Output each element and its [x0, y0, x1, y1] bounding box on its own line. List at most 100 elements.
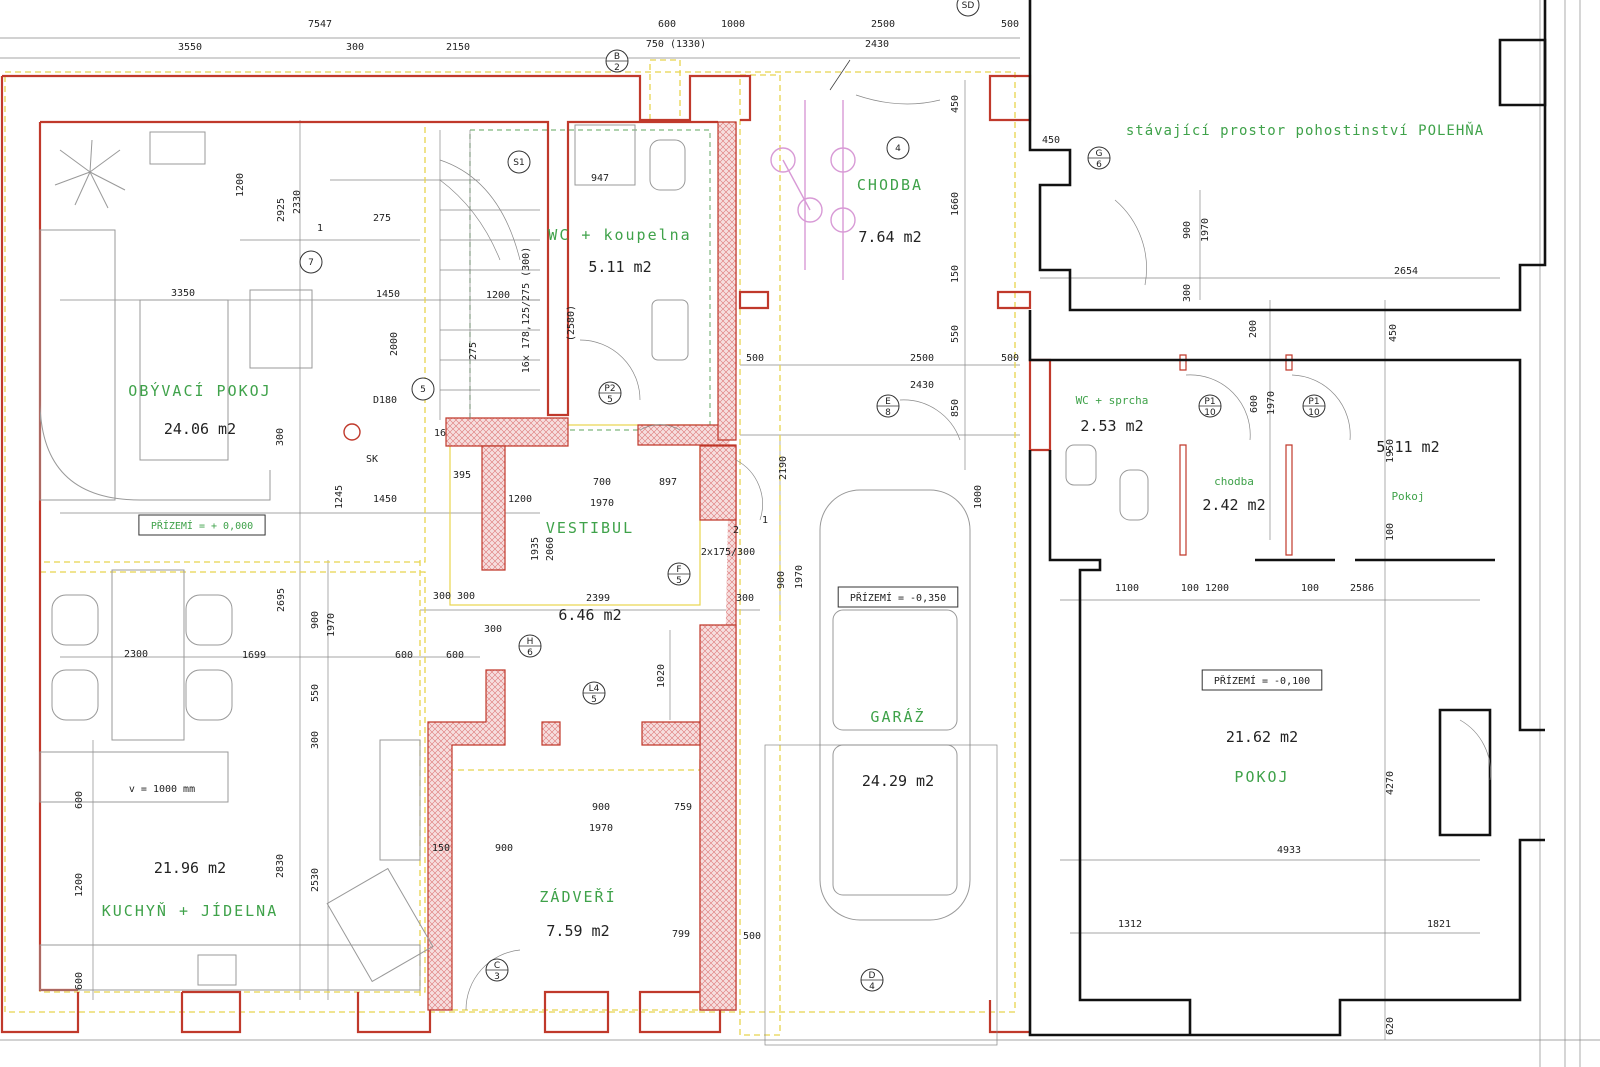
dimension-label: 2500 [910, 353, 934, 364]
dimension-label: 2500 [871, 19, 895, 30]
dimension-label: 150 [432, 843, 450, 854]
dimension-label-vertical: 1950 [1385, 439, 1396, 463]
dimension-label: 2x175/300 [701, 547, 755, 558]
dimension-label: 700 [593, 477, 611, 488]
section-marker: F5 [667, 562, 691, 586]
dimension-label-vertical: 600 [74, 972, 85, 990]
room-name: Pokoj [1391, 490, 1424, 503]
dimension-label: 1821 [1427, 919, 1451, 930]
dimension-label: 900 [495, 843, 513, 854]
dimension-label: 300 [484, 624, 502, 635]
dimension-label: 300 [346, 42, 364, 53]
dimension-label-vertical: 2530 [310, 868, 321, 892]
plant-icon [54, 139, 126, 209]
room-area: 6.46 m2 [558, 606, 621, 624]
room-label: GARÁŽ 24.29 m2 [862, 707, 934, 790]
section-marker: 7 [299, 250, 323, 274]
elevation-label: PŘÍZEMÍ = -0,350 [837, 586, 959, 608]
car-icon [819, 489, 971, 921]
dimension-label-vertical: 620 [1385, 1017, 1396, 1035]
cabinet-icon [379, 739, 421, 861]
dimension-label-vertical: 300 [310, 731, 321, 749]
dimension-label: 1100 [1115, 583, 1139, 594]
room-area: 2.42 m2 [1202, 496, 1265, 514]
sink-icon [326, 867, 434, 983]
dimension-label: 16 [434, 428, 446, 439]
dimension-label-vertical: 1935 [530, 537, 541, 561]
room-area: 2.53 m2 [1080, 417, 1143, 435]
svg-text:4: 4 [895, 144, 901, 154]
room-label: VESTIBUL 6.46 m2 [546, 519, 634, 624]
dimension-label: 500 [1001, 353, 1019, 364]
chair-icon [51, 669, 99, 721]
dimension-label: 947 [591, 173, 609, 184]
dimension-label-vertical: 100 [1385, 523, 1396, 541]
svg-text:PŘÍZEMÍ = + 0,000: PŘÍZEMÍ = + 0,000 [151, 519, 253, 532]
room-name: OBÝVACÍ POKOJ [128, 381, 271, 400]
svg-text:10: 10 [1204, 408, 1216, 418]
dimension-label-vertical: 1660 [950, 192, 961, 216]
room-name: POKOJ [1234, 768, 1289, 786]
dimension-label: 2654 [1394, 266, 1418, 277]
svg-text:10: 10 [1308, 408, 1320, 418]
dimension-label: 1699 [242, 650, 266, 661]
counter-icon [39, 751, 229, 803]
dimension-label-vertical: 300 [275, 428, 286, 446]
sofa-icon [39, 229, 116, 501]
dimension-label-vertical: 275 [468, 342, 479, 360]
dimension-label: 300 300 [433, 591, 475, 602]
washbasin-icon [651, 299, 689, 361]
existing-space-label: stávající prostor pohostinství POLEHŇA [1126, 121, 1484, 139]
dimension-label-vertical: 2000 [389, 332, 400, 356]
section-marker: S1 [507, 150, 531, 174]
section-marker: E8 [876, 394, 900, 418]
dimension-label: 1 [762, 515, 768, 526]
walls-hatched [427, 121, 737, 1011]
room-name: GARÁŽ [870, 707, 925, 726]
dimension-label: 275 [373, 213, 391, 224]
room-area: 24.29 m2 [862, 772, 934, 790]
chair-icon [51, 594, 99, 646]
room-area: 7.59 m2 [546, 922, 609, 940]
shower-icon [574, 124, 636, 186]
svg-text:6: 6 [527, 648, 533, 658]
helper-outlines [4, 59, 1016, 1036]
room-name: CHODBA [857, 176, 923, 194]
section-marker: L45 [582, 681, 606, 705]
svg-text:P1: P1 [1308, 397, 1319, 407]
dimension-label-vertical: 1970 [1266, 391, 1277, 415]
dimension-label: 4933 [1277, 845, 1301, 856]
svg-text:PŘÍZEMÍ = -0,350: PŘÍZEMÍ = -0,350 [850, 591, 946, 604]
dimension-label: 600 [395, 650, 413, 661]
section-marker: SD [956, 0, 980, 17]
dimension-label: 3550 [178, 42, 202, 53]
section-marker: 4 [886, 136, 910, 160]
section-marker: P25 [598, 381, 622, 405]
dimension-label: 1200 [508, 494, 532, 505]
room-name: VESTIBUL [546, 519, 634, 537]
chimney-icon [343, 423, 361, 441]
dimension-label-vertical: 2925 [276, 198, 287, 222]
dimension-label-vertical: 1200 [235, 173, 246, 197]
chair-icon [185, 594, 233, 646]
section-marker: H6 [518, 634, 542, 658]
svg-text:4: 4 [869, 982, 875, 992]
dimension-label: 1 [317, 223, 323, 234]
elevation-label: PŘÍZEMÍ = + 0,000 [138, 514, 266, 536]
dimension-label: 1450 [376, 289, 400, 300]
dimension-label-vertical: 150 [950, 265, 961, 283]
furniture [39, 100, 1149, 1046]
tv-icon [149, 131, 206, 165]
dimension-label: 900 [592, 802, 610, 813]
toilet-icon [1119, 469, 1149, 521]
